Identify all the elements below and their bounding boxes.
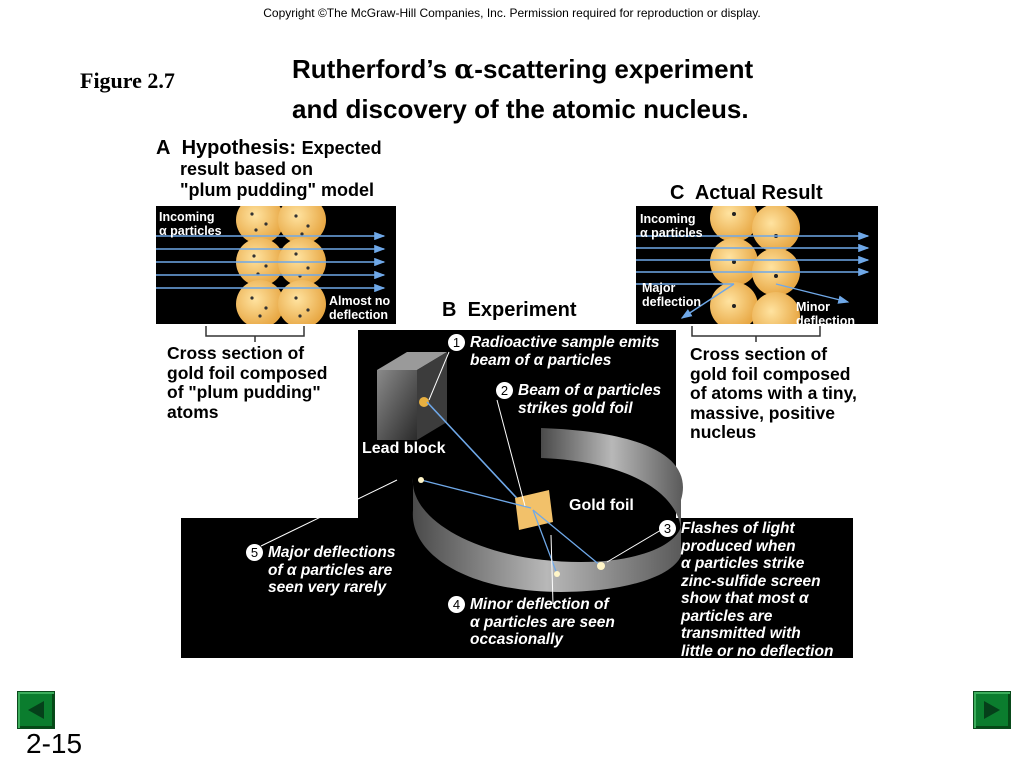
title-pre: Rutherford’s [292,54,455,84]
experiment-apparatus [260,351,683,605]
step-4: 4 Minor deflection of α particles are se… [448,596,615,649]
figure-label: Figure 2.7 [80,68,175,93]
step-3-text: Flashes of light produced when α particl… [681,520,834,660]
panel-a-subtitle-2: result based on [180,159,314,179]
step-1-text: Radioactive sample emits beam of α parti… [470,334,660,369]
panel-a-caption: Cross section of gold foil composed of "… [167,343,328,422]
panel-a-subtitle-3: "plum pudding" model [180,180,375,200]
step-2-number: 2 [496,382,513,399]
step-2: 2 Beam of α particles strikes gold foil [496,382,661,417]
panel-c-heading: C Actual Result [670,183,823,204]
lead-block-label: Lead block [362,440,446,457]
nuclear-atom-diagram [636,194,870,340]
step-3: 3 Flashes of light produced when α parti… [659,520,833,660]
slide-title: Rutherford’s α-scattering experiment and… [292,50,753,129]
panel-a-subtitle-1: Expected [301,138,382,158]
alpha-beams-c [636,231,870,319]
panel-a-bracket [205,326,305,342]
slide-number: 2-15 [26,728,83,759]
panel-a-incoming-label: Incoming α particles [159,210,222,238]
step-5-text: Major deflections of α particles are see… [268,544,396,596]
triangle-left-icon [28,701,44,719]
panel-a-outcome-label: Almost no deflection [329,294,391,322]
zinc-sulfide-screen [412,428,683,592]
light-flashes [418,477,605,577]
title-line2: and discovery of the atomic nucleus. [292,94,749,124]
panel-c-diagram: Incoming α particles Major deflection Mi… [636,194,878,340]
step-1: 1 Radioactive sample emits beam of α par… [448,334,660,369]
panel-c-title: Actual Result [694,182,823,204]
nuclear-atoms [710,194,800,340]
panel-a-heading: A Hypothesis: Expected result based on "… [156,138,382,201]
deflected-beams [420,479,602,575]
plum-pudding-diagram [156,196,386,328]
alpha-beam [426,401,527,509]
panel-a-title: Hypothesis: [181,137,297,159]
panel-c-letter: C [670,182,685,204]
triangle-right-icon [984,701,1000,719]
panel-c-major-label: Major deflection [642,281,702,309]
lead-block [377,352,447,440]
step-4-text: Minor deflection of α particles are seen… [470,596,615,648]
panel-a-letter: A [156,137,171,159]
copyright-notice: Copyright ©The McGraw-Hill Companies, In… [263,6,761,20]
panel-a-diagram: Incoming α particles Almost no deflectio… [156,196,396,328]
title-post: -scattering experiment [474,54,754,84]
gold-foil-label: Gold foil [569,497,634,514]
panel-b-title: Experiment [467,299,577,321]
next-slide-button[interactable] [973,691,1011,729]
step-3-number: 3 [659,520,676,537]
panel-c-bracket [691,326,821,342]
panel-b-letter: B [442,299,457,321]
step-1-number: 1 [448,334,465,351]
panel-c-caption: Cross section of gold foil composed of a… [690,344,857,442]
panel-b-heading: B Experiment [442,300,577,321]
plum-pudding-atoms [236,196,326,328]
title-alpha: α [454,55,475,85]
panel-c-incoming-label: Incoming α particles [640,212,703,240]
previous-slide-button[interactable] [17,691,55,729]
alpha-beams-a [156,231,386,293]
callout-lines [260,351,662,605]
step-4-number: 4 [448,596,465,613]
step-5-number: 5 [246,544,263,561]
nuclei [732,212,778,308]
step-5: 5 Major deflections of α particles are s… [246,544,395,597]
step-2-text: Beam of α particles strikes gold foil [518,382,662,417]
panel-c-minor-label: Minor deflection [796,300,856,328]
